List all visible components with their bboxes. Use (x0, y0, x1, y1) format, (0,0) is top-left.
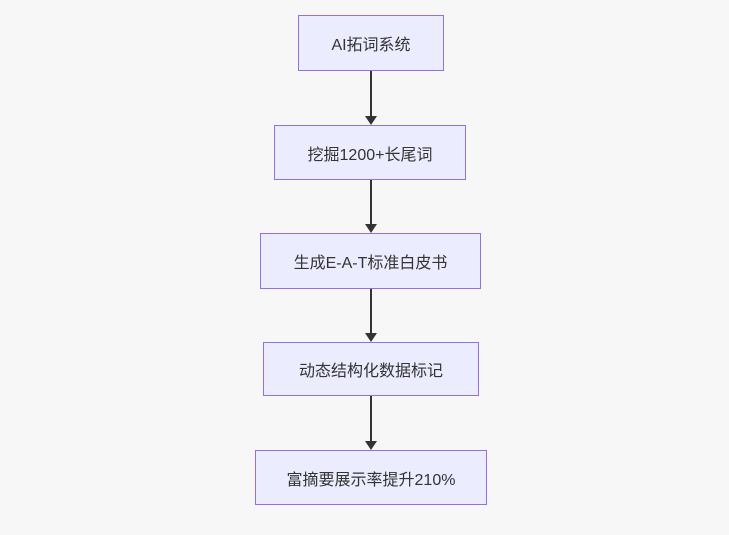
arrowhead-down-icon (365, 116, 377, 125)
flow-node-structured-data-markup: 动态结构化数据标记 (263, 342, 479, 396)
flow-arrow (364, 71, 378, 125)
flow-node-ai-word-expansion: AI拓词系统 (298, 15, 444, 71)
flow-node-eat-whitepaper: 生成E-A-T标准白皮书 (260, 233, 481, 289)
arrow-line (370, 396, 372, 441)
flow-node-label: 生成E-A-T标准白皮书 (293, 255, 448, 272)
flow-node-label: AI拓词系统 (331, 37, 411, 54)
flow-node-longtail-mining: 挖掘1200+长尾词 (274, 125, 466, 180)
flow-node-rich-snippet-uplift: 富摘要展示率提升210% (255, 450, 487, 505)
arrow-line (370, 71, 372, 116)
flow-node-label: 富摘要展示率提升210% (286, 471, 456, 489)
arrowhead-down-icon (365, 441, 377, 450)
flow-arrow (364, 396, 378, 450)
flow-node-label: 挖掘1200+长尾词 (307, 146, 433, 164)
arrow-line (370, 180, 372, 224)
arrow-line (370, 289, 372, 333)
arrowhead-down-icon (365, 224, 377, 233)
flow-arrow (364, 180, 378, 233)
arrowhead-down-icon (365, 333, 377, 342)
flow-arrow (364, 289, 378, 342)
flow-node-label: 动态结构化数据标记 (298, 363, 443, 380)
